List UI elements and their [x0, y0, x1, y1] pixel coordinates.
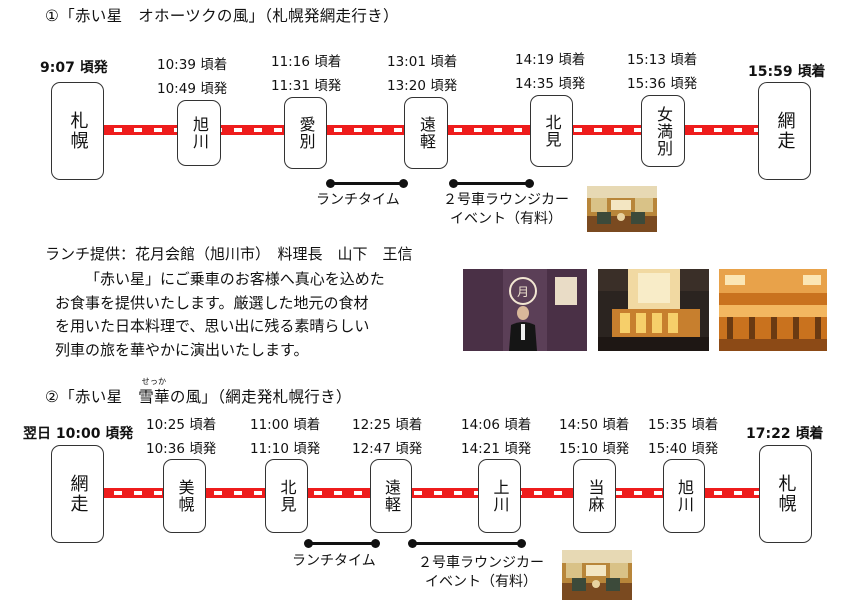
lunch-provider-line: ランチ提供：花月会館（旭川市） 料理長 山下 王信 [45, 245, 413, 263]
route2-lunch-label: ランチタイム [292, 553, 376, 569]
restaurant-hall-photo [598, 269, 709, 351]
route2-heading-ruby: せっか雪華 [138, 377, 170, 406]
route2-lounge-car-photo [562, 550, 632, 600]
route1-heading: ①「赤い星 オホーツクの風」（札幌発網走行き） [45, 4, 399, 26]
route1-station-abashiri: 網走 [758, 82, 811, 180]
route2-station-abashiri: 網走 [51, 445, 104, 543]
route2-lunch-segment [304, 539, 380, 548]
route2-heading: ②「赤い星 せっか雪華の風」（網走発札幌行き） [45, 377, 352, 406]
route2-station-touma: 当麻 [573, 459, 616, 533]
chef-photo: 月 [463, 269, 587, 351]
route2-station-asahikawa: 旭川 [663, 459, 705, 533]
route1-heading-number: ① [45, 7, 60, 25]
lunch-description-line-3: を用いた日本料理で、思い出に残る素晴らしい [55, 317, 370, 335]
lunch-description-line-2: お食事を提供いたします。厳選した地元の食材 [55, 293, 369, 312]
route1-lunch-segment [326, 179, 408, 188]
chef-photo-logo: 月 [517, 285, 529, 299]
route1-station-aibetsu: 愛別 [284, 97, 327, 169]
route1-station-kitami: 北見 [530, 95, 573, 167]
lunch-description-line-1: 「赤い星」にご乗車のお客様へ真心を込めた [85, 270, 385, 288]
route2-time-abashiri: 翌日 10:00 頃発 [23, 426, 134, 442]
route1-station-sapporo: 札幌 [51, 82, 104, 180]
route1-station-asahikawa: 旭川 [177, 100, 221, 166]
route1-heading-text: 「赤い星 オホーツクの風」（札幌発網走行き） [59, 7, 399, 25]
route2-track [102, 488, 762, 498]
route2-station-engaru: 遠軽 [370, 459, 412, 533]
route2-time-sapporo: 17:22 頃着 [746, 426, 824, 442]
route1-station-memanbetsu: 女満別 [641, 95, 685, 167]
route1-event-segment [449, 179, 534, 188]
route1-lounge-car-photo [587, 186, 657, 232]
route2-event-segment [408, 539, 526, 548]
lunch-description-line-4: 列車の旅を華やかに演出いたします。 [55, 340, 309, 359]
route2-heading-number: ② [45, 388, 60, 406]
route2-station-kitami: 北見 [265, 459, 308, 533]
route2-station-sapporo: 札幌 [759, 445, 812, 543]
route1-time-abashiri: 15:59 頃着 [748, 64, 826, 80]
route1-event-label: ２号車ラウンジカーイベント（有料） [443, 192, 569, 227]
route1-station-engaru: 遠軽 [404, 97, 448, 169]
route2-station-bihoro: 美幌 [163, 459, 206, 533]
route2-station-kamikawa: 上川 [478, 459, 521, 533]
route2-event-label: ２号車ラウンジカーイベント（有料） [418, 555, 544, 590]
route1-time-sapporo: 9:07 頃発 [40, 60, 108, 76]
restaurant-counter-photo [719, 269, 827, 351]
route1-lunch-label: ランチタイム [316, 192, 400, 208]
lunch-description: 「赤い星」にご乗車のお客様へ真心を込めた お食事を提供いたします。厳選した地元の… [55, 268, 385, 362]
